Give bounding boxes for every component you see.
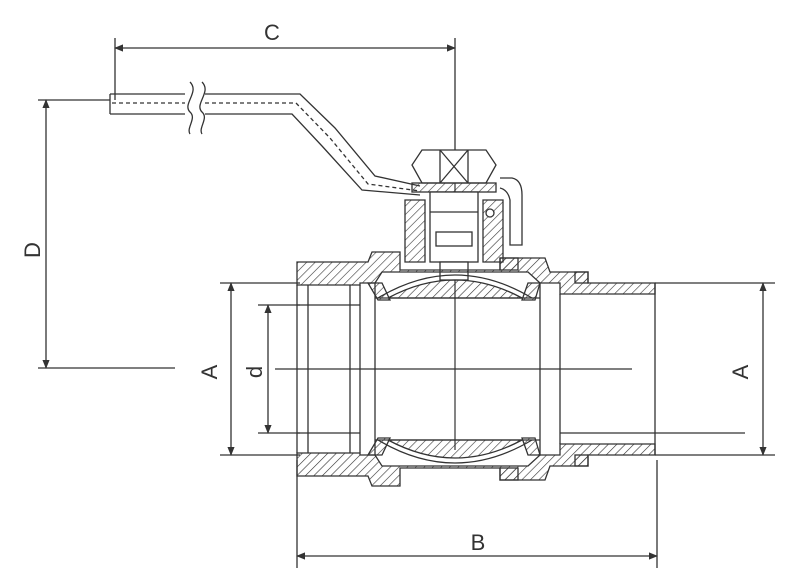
label-a-left: A	[197, 364, 222, 379]
dimension-lines	[38, 38, 775, 568]
lever-handle	[109, 81, 523, 246]
label-c: C	[264, 20, 280, 45]
label-b: B	[471, 530, 486, 555]
stem-assembly	[404, 149, 504, 281]
label-d-lower: d	[242, 366, 267, 378]
label-a-right: A	[728, 364, 753, 379]
label-d-upper: D	[20, 242, 45, 258]
valve-body	[296, 251, 745, 487]
